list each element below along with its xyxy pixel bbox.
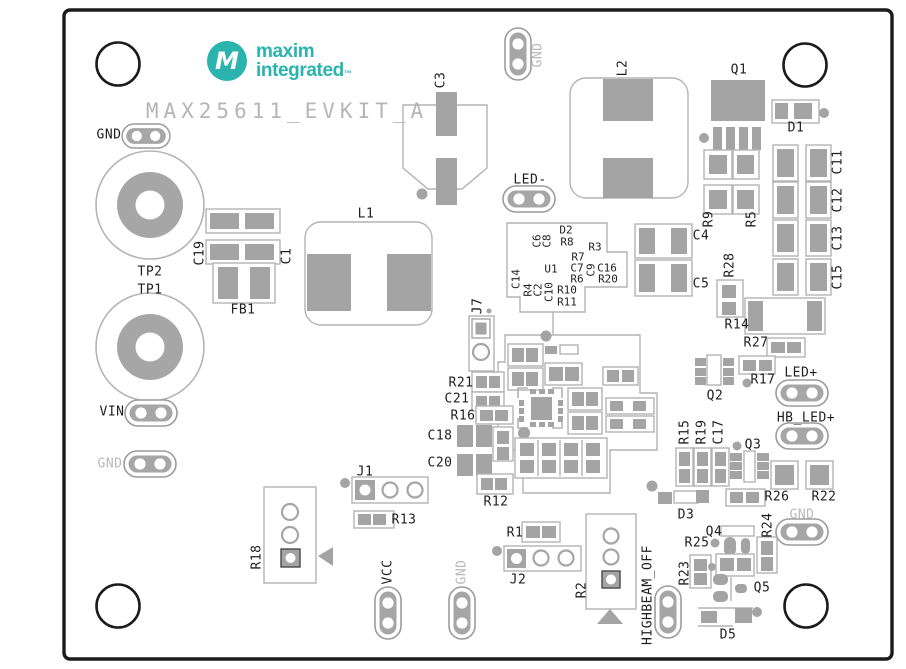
board-title: MAX25611_EVKIT_A (145, 99, 429, 123)
component-u1-region (506, 222, 628, 335)
maxim-wordmark: maxim integrated™ (256, 41, 352, 81)
component-r14 (744, 297, 826, 335)
component-c3 (402, 92, 488, 205)
component-r28 (716, 279, 744, 318)
component-r15-r19-c17 (675, 447, 730, 487)
logo-line2: integrated™ (256, 60, 352, 81)
component-r18 (263, 486, 333, 584)
component-c4-c5 (634, 223, 693, 297)
component-q3 (730, 441, 769, 483)
logo-line1: maxim (256, 41, 315, 62)
component-r26-r22 (725, 460, 834, 507)
component-l2 (569, 77, 689, 199)
testpoint-tp1 (95, 292, 205, 402)
maxim-logo: M maxim integrated™ (207, 41, 352, 81)
component-j7 (468, 308, 495, 372)
component-d3 (646, 480, 709, 504)
component-d1 (771, 99, 829, 124)
component-left-passives (457, 371, 514, 495)
trademark-symbol: ™ (343, 69, 352, 78)
component-r9-r5 (703, 149, 760, 215)
component-r2 (585, 513, 637, 624)
component-c11-c15-bank (772, 144, 832, 296)
component-q1 (699, 80, 765, 150)
component-fb1 (212, 262, 276, 304)
component-r27-r17-q2 (695, 337, 806, 388)
component-r1-j2 (492, 521, 582, 572)
component-j1-r13 (340, 476, 429, 529)
testpoint-tp2 (95, 150, 205, 260)
component-center-region (492, 330, 658, 494)
component-q4-q5-cluster (689, 525, 778, 627)
component-c19-c1 (205, 208, 281, 265)
maxim-monogram-icon: M (207, 41, 247, 81)
component-l1 (304, 221, 433, 326)
